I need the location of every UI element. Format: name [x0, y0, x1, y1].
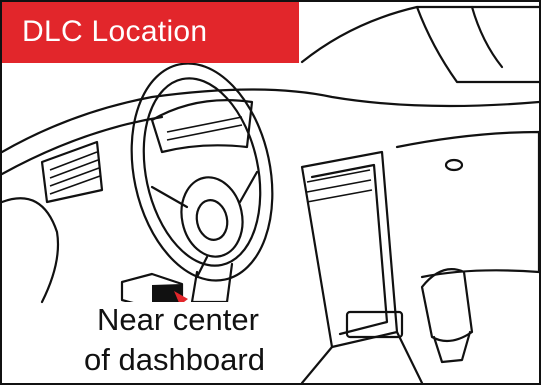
a-pillar-inner — [472, 7, 502, 67]
spoke-bottom — [197, 257, 207, 277]
left-vent-slats — [50, 152, 100, 194]
console-inner — [312, 165, 387, 334]
a-pillar-line — [417, 7, 539, 82]
steering-column — [192, 264, 232, 302]
cluster-slats — [167, 117, 242, 140]
steering-wheel-inner — [127, 67, 276, 276]
glove-box — [397, 132, 539, 277]
gear-shifter — [422, 269, 472, 341]
center-vent-slats — [307, 170, 372, 202]
caption-line-1: Near center — [95, 302, 261, 338]
lower-console-right — [397, 332, 422, 383]
spoke-left — [152, 187, 187, 207]
steering-hub — [174, 172, 249, 263]
title-banner: DLC Location — [2, 2, 299, 63]
caption-line-2: of dashboard — [82, 342, 267, 378]
center-console — [302, 152, 397, 347]
left-door-curve — [2, 198, 58, 302]
steering-wheel-rim — [113, 50, 292, 293]
page-title: DLC Location — [22, 15, 207, 49]
dashboard-top — [2, 90, 539, 153]
lower-console — [302, 347, 332, 383]
glove-box-handle — [446, 160, 462, 170]
spoke-right — [240, 172, 257, 202]
steering-hub-center — [193, 197, 231, 242]
